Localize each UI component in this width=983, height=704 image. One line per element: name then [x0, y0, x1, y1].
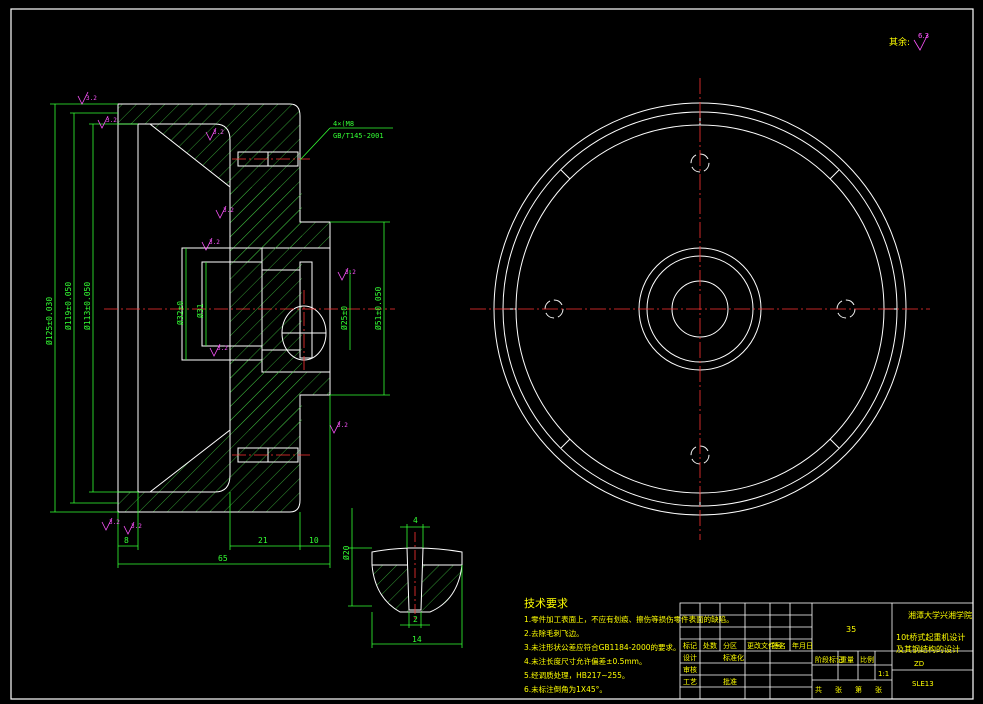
svg-text:SLE13: SLE13 — [912, 680, 934, 688]
svg-text:1.零件加工表面上，不应有划痕、擦伤等损伤零件表面的缺陷。: 1.零件加工表面上，不应有划痕、擦伤等损伤零件表面的缺陷。 — [524, 614, 734, 624]
svg-text:6.3: 6.3 — [918, 32, 929, 40]
svg-text:Ø51±0.050: Ø51±0.050 — [373, 286, 383, 330]
svg-text:Ø25±0: Ø25±0 — [339, 306, 349, 330]
svg-text:张: 张 — [875, 685, 882, 694]
detail-view: 4 Ø20 2 14 — [341, 508, 463, 648]
svg-text:标记: 标记 — [683, 641, 697, 650]
svg-text:ZD: ZD — [914, 660, 924, 668]
svg-text:10: 10 — [309, 536, 319, 545]
title-block: 湘潭大学兴湘学院 10t桥式起重机设计 及其钢结构的设计 35 ZD 1:1 S… — [679, 602, 974, 700]
svg-text:湘潭大学兴湘学院: 湘潭大学兴湘学院 — [908, 610, 972, 620]
tech-requirements: 技术要求 1.零件加工表面上，不应有划痕、擦伤等损伤零件表面的缺陷。 2.去除毛… — [524, 597, 734, 694]
svg-text:10t桥式起重机设计: 10t桥式起重机设计 — [896, 632, 965, 642]
svg-text:3.未注形状公差应符合GB1184-2000的要求。: 3.未注形状公差应符合GB1184-2000的要求。 — [524, 642, 681, 652]
hatched-web — [230, 187, 302, 430]
drawing-frame — [10, 8, 974, 700]
svg-text:2.去除毛刺飞边。: 2.去除毛刺飞边。 — [524, 628, 584, 638]
svg-text:3.2: 3.2 — [109, 519, 120, 526]
svg-text:Ø31: Ø31 — [195, 303, 205, 318]
svg-text:技术要求: 技术要求 — [524, 597, 568, 610]
svg-text:3.2: 3.2 — [209, 239, 220, 246]
svg-text:处数: 处数 — [703, 641, 717, 650]
svg-text:工艺: 工艺 — [683, 678, 697, 686]
front-view — [470, 78, 930, 540]
svg-text:Ø113±0.050: Ø113±0.050 — [82, 282, 92, 330]
svg-text:8: 8 — [124, 536, 129, 545]
svg-text:共: 共 — [815, 685, 822, 694]
svg-text:3.2: 3.2 — [345, 269, 356, 276]
general-roughness-note: 其余: 6.3 — [889, 32, 929, 51]
svg-text:14: 14 — [412, 635, 422, 644]
svg-text:3.2: 3.2 — [337, 422, 348, 429]
svg-text:标准化: 标准化 — [723, 653, 744, 662]
svg-text:3.2: 3.2 — [223, 207, 234, 214]
svg-text:GB/T145-2001: GB/T145-2001 — [333, 132, 384, 140]
svg-text:审核: 审核 — [683, 665, 697, 674]
svg-text:签名: 签名 — [772, 641, 786, 650]
svg-text:5.经调质处理，HB217~255。: 5.经调质处理，HB217~255。 — [524, 670, 629, 680]
svg-text:Ø32±0: Ø32±0 — [175, 301, 185, 325]
svg-text:张: 张 — [835, 685, 842, 694]
roughness-symbols — [77, 91, 349, 535]
svg-text:Ø125±0.030: Ø125±0.030 — [44, 297, 54, 345]
section-view: Ø125±0.030 Ø119±0.050 Ø113±0.050 Ø32±0 Ø… — [44, 91, 395, 568]
svg-text:Ø20: Ø20 — [341, 545, 351, 560]
svg-text:批准: 批准 — [723, 677, 737, 686]
svg-text:3.2: 3.2 — [131, 523, 142, 530]
svg-text:21: 21 — [258, 536, 268, 545]
svg-text:3.2: 3.2 — [106, 117, 117, 124]
svg-text:分区: 分区 — [723, 641, 737, 650]
svg-text:3.2: 3.2 — [213, 129, 224, 136]
svg-text:年月日: 年月日 — [792, 641, 813, 650]
svg-text:1:1: 1:1 — [878, 670, 889, 678]
svg-text:3.2: 3.2 — [86, 95, 97, 102]
svg-text:4.未注长度尺寸允许偏差±0.5mm。: 4.未注长度尺寸允许偏差±0.5mm。 — [524, 656, 646, 666]
svg-text:及其钢结构的设计: 及其钢结构的设计 — [896, 644, 960, 654]
svg-text:设计: 设计 — [683, 653, 697, 662]
svg-text:更改文件号: 更改文件号 — [747, 641, 782, 650]
svg-text:35: 35 — [846, 625, 856, 634]
svg-text:第: 第 — [855, 685, 862, 694]
svg-text:阶段标记: 阶段标记 — [815, 655, 843, 664]
svg-text:Ø119±0.050: Ø119±0.050 — [63, 282, 73, 330]
svg-text:3.2: 3.2 — [217, 345, 228, 352]
svg-text:6.未标注倒角为1X45°。: 6.未标注倒角为1X45°。 — [524, 684, 607, 694]
svg-text:比例: 比例 — [860, 655, 874, 664]
svg-text:4×(M8: 4×(M8 — [333, 120, 354, 128]
svg-text:65: 65 — [218, 554, 228, 563]
svg-text:2: 2 — [413, 615, 418, 624]
svg-text:其余:: 其余: — [889, 36, 910, 48]
svg-text:重量: 重量 — [840, 656, 854, 664]
svg-text:4: 4 — [413, 516, 418, 525]
